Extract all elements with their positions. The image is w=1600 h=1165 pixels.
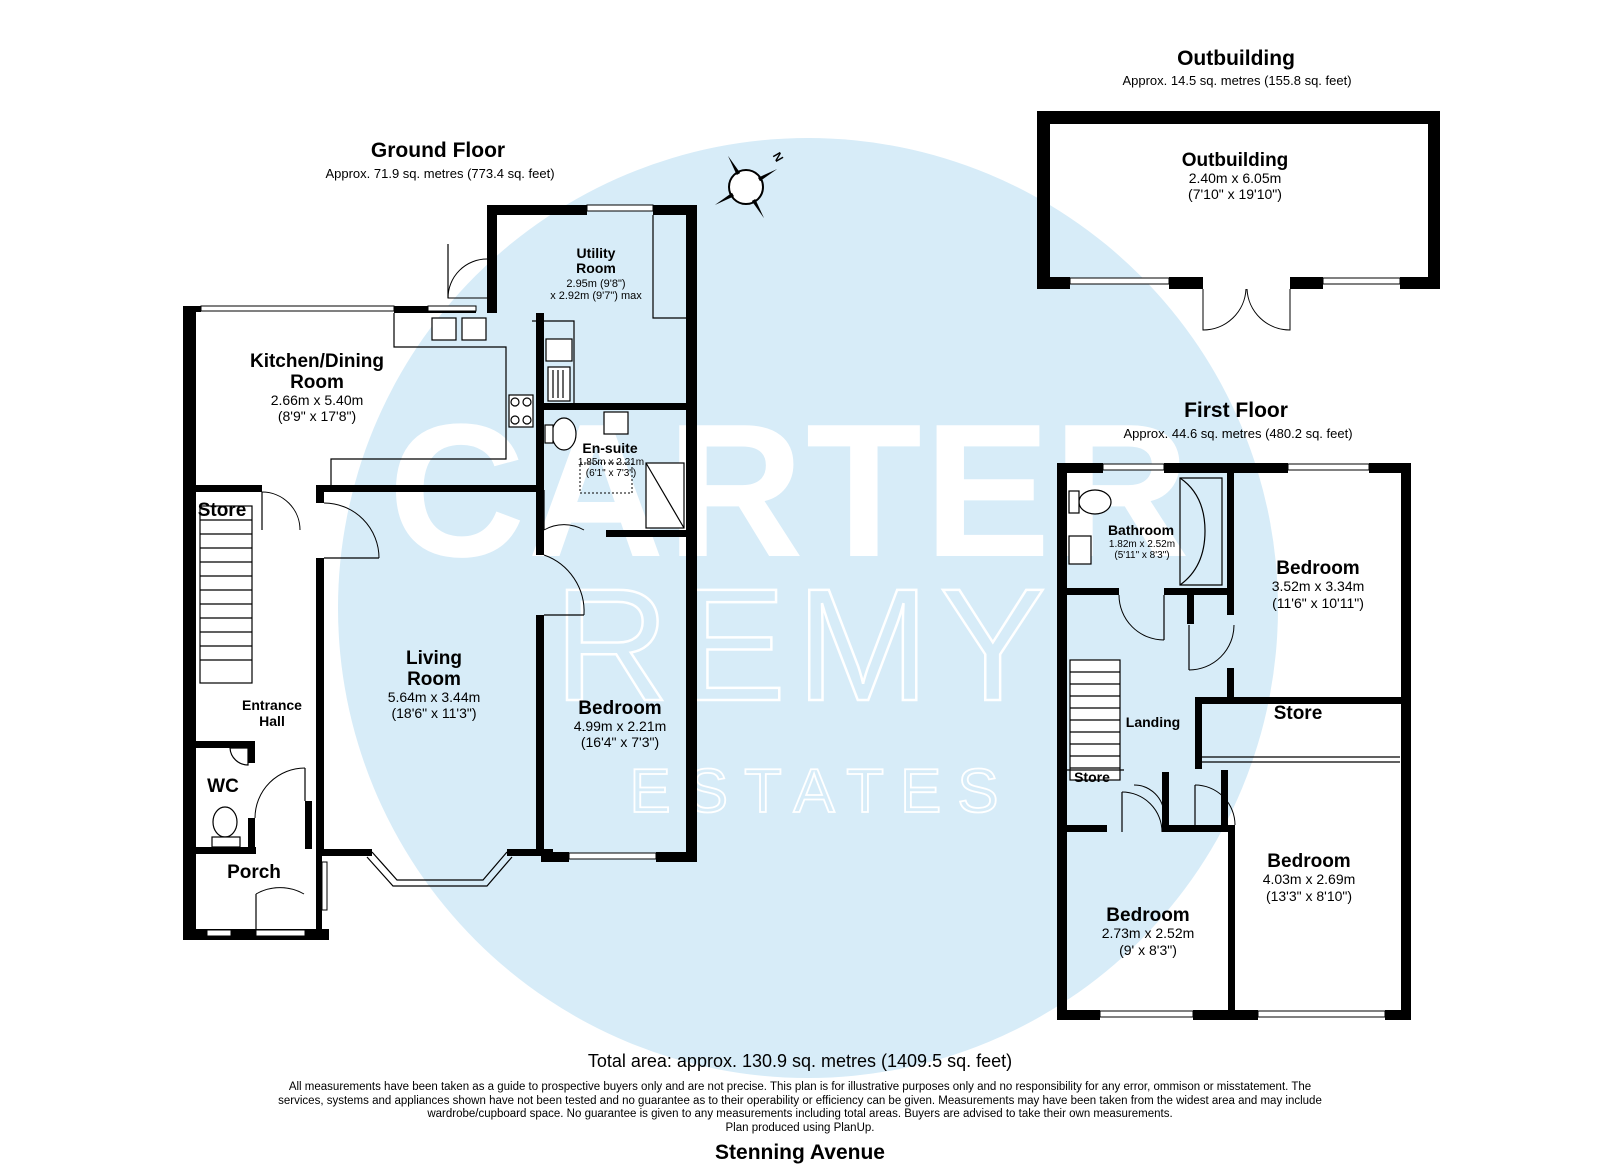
kitchen-dim-imperial: (8'9" x 17'8") <box>278 408 356 424</box>
watermark-line2: REMY <box>554 555 1056 734</box>
bedroom3-dim: 2.73m x 2.52m <box>1102 925 1195 941</box>
outbuilding-room-label: Outbuilding <box>1182 150 1289 171</box>
bedroom-gf-dim-imperial: (16'4" x 7'3") <box>581 734 659 750</box>
hall-label: Entrance <box>242 697 302 713</box>
landing-label: Landing <box>1126 714 1180 730</box>
ensuite-dim: 1.85m x 2.21m <box>578 457 644 468</box>
utility-label-2: Room <box>576 260 616 276</box>
disclaimer-text: All measurements have been taken as a gu… <box>278 1081 1322 1120</box>
ensuite-label: En-suite <box>582 440 637 456</box>
bedroom2-dim: 4.03m x 2.69m <box>1263 871 1356 887</box>
bathroom-dim: 1.82m x 2.52m <box>1109 539 1175 550</box>
first-floor-area: Approx. 44.6 sq. metres (480.2 sq. feet) <box>1123 426 1352 441</box>
bedroom2-dim-imperial: (13'3" x 8'10") <box>1266 888 1352 904</box>
living-label: Living <box>406 648 462 669</box>
bathroom-label: Bathroom <box>1108 522 1174 538</box>
watermark-circle <box>338 138 1278 1078</box>
store-gf-label: Store <box>198 500 247 521</box>
outbuilding-plan: Outbuilding Approx. 14.5 sq. metres (155… <box>1037 47 1440 331</box>
ground-floor-area: Approx. 71.9 sq. metres (773.4 sq. feet) <box>325 166 554 181</box>
compass-rose-icon: N <box>714 150 786 219</box>
ensuite-dim-imperial: (6'1" x 7'3") <box>586 468 636 479</box>
ground-floor-title: Ground Floor <box>371 139 505 162</box>
kitchen-label: Kitchen/Dining <box>250 351 384 372</box>
living-label-2: Room <box>407 669 461 690</box>
bedroom3-dim-imperial: (9' x 8'3") <box>1119 942 1177 958</box>
total-area: Total area: approx. 130.9 sq. metres (14… <box>587 1051 1013 1071</box>
outbuilding-area: Approx. 14.5 sq. metres (155.8 sq. feet) <box>1122 73 1351 88</box>
utility-label: Utility <box>577 245 616 261</box>
first-floor-title: First Floor <box>1184 399 1288 422</box>
street-name: Stenning Avenue <box>715 1141 885 1164</box>
first-floor-plan: First Floor Approx. 44.6 sq. metres (480… <box>1057 399 1411 1020</box>
living-dim-imperial: (18'6" x 11'3") <box>391 705 476 721</box>
porch-label: Porch <box>227 862 281 883</box>
outbuilding-title: Outbuilding <box>1177 47 1295 70</box>
ground-floor-plan: Ground Floor Approx. 71.9 sq. metres (77… <box>183 139 697 940</box>
kitchen-label-2: Room <box>290 372 344 393</box>
bedroom3-label: Bedroom <box>1106 905 1189 926</box>
outbuilding-room-dim: 2.40m x 6.05m <box>1189 170 1282 186</box>
kitchen-dim: 2.66m x 5.40m <box>271 392 364 408</box>
wc-label: WC <box>207 776 239 797</box>
disclaimer: All measurements have been taken as a gu… <box>0 1081 1600 1135</box>
outbuilding-room-dim-imperial: (7'10" x 19'10") <box>1188 186 1282 202</box>
living-dim: 5.64m x 3.44m <box>388 689 481 705</box>
bedroom-gf-dim: 4.99m x 2.21m <box>574 718 667 734</box>
bedroom1-dim: 3.52m x 3.34m <box>1272 578 1365 594</box>
bedroom1-label: Bedroom <box>1276 558 1359 579</box>
planup-credit: Plan produced using PlanUp. <box>725 1121 875 1134</box>
small-store-label: Store <box>1074 769 1110 785</box>
utility-dim: 2.95m (9'8") <box>566 278 625 290</box>
bedroom-gf-label: Bedroom <box>578 698 661 719</box>
utility-dim-2: x 2.92m (9'7") max <box>550 290 642 302</box>
store-ff-label: Store <box>1274 703 1323 724</box>
bedroom2-label: Bedroom <box>1267 851 1350 872</box>
bathroom-dim-imperial: (5'11" x 8'3") <box>1114 550 1169 561</box>
hall-label-2: Hall <box>259 713 285 729</box>
bedroom1-dim-imperial: (11'6" x 10'11") <box>1272 595 1364 611</box>
